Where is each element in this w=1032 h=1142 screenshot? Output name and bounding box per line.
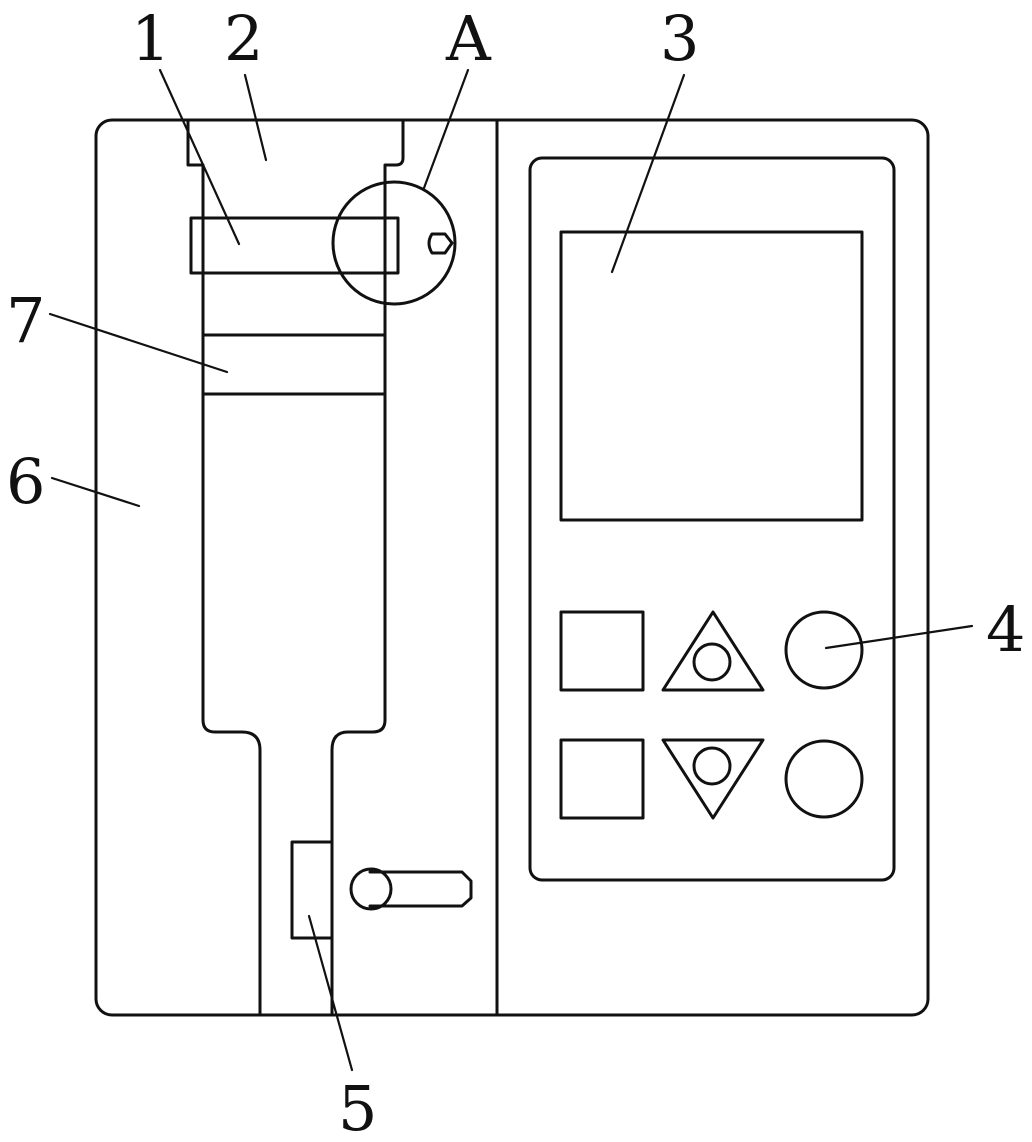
callout-2: 2 xyxy=(224,2,263,75)
leader-4 xyxy=(824,624,974,650)
leader-a xyxy=(422,68,470,190)
display-screen xyxy=(559,230,864,522)
callout-6: 6 xyxy=(6,445,45,518)
callout-1: 1 xyxy=(131,2,170,75)
down-arrow-button-dot xyxy=(692,746,732,786)
channel-outline xyxy=(186,118,405,1017)
housing-outline xyxy=(94,118,930,1017)
leader-3 xyxy=(610,73,686,274)
leader-1 xyxy=(158,68,241,246)
detail-circle-a xyxy=(331,180,457,306)
leader-2 xyxy=(243,73,268,162)
callout-5: 5 xyxy=(338,1072,377,1142)
round-button-bottom xyxy=(784,739,864,819)
up-arrow-button-dot xyxy=(692,642,732,682)
square-button-bottom xyxy=(559,738,645,820)
callout-3: 3 xyxy=(660,2,699,75)
control-panel-outline xyxy=(528,156,896,882)
callout-4: 4 xyxy=(986,593,1025,666)
component-1-bar xyxy=(189,216,400,275)
slide-knob-slot xyxy=(368,870,473,908)
round-button-top xyxy=(784,610,864,690)
callout-7: 7 xyxy=(6,284,45,357)
leader-7 xyxy=(48,312,229,374)
slide-knob-circle xyxy=(349,867,393,911)
detail-a-pin-icon xyxy=(427,232,454,255)
down-arrow-button-icon xyxy=(661,738,765,820)
up-arrow-button-icon xyxy=(661,610,765,692)
leader-5 xyxy=(307,914,354,1072)
callout-a: A xyxy=(445,2,492,75)
square-button-top xyxy=(559,610,645,692)
component-5-block xyxy=(290,840,334,940)
leader-6 xyxy=(50,476,141,508)
